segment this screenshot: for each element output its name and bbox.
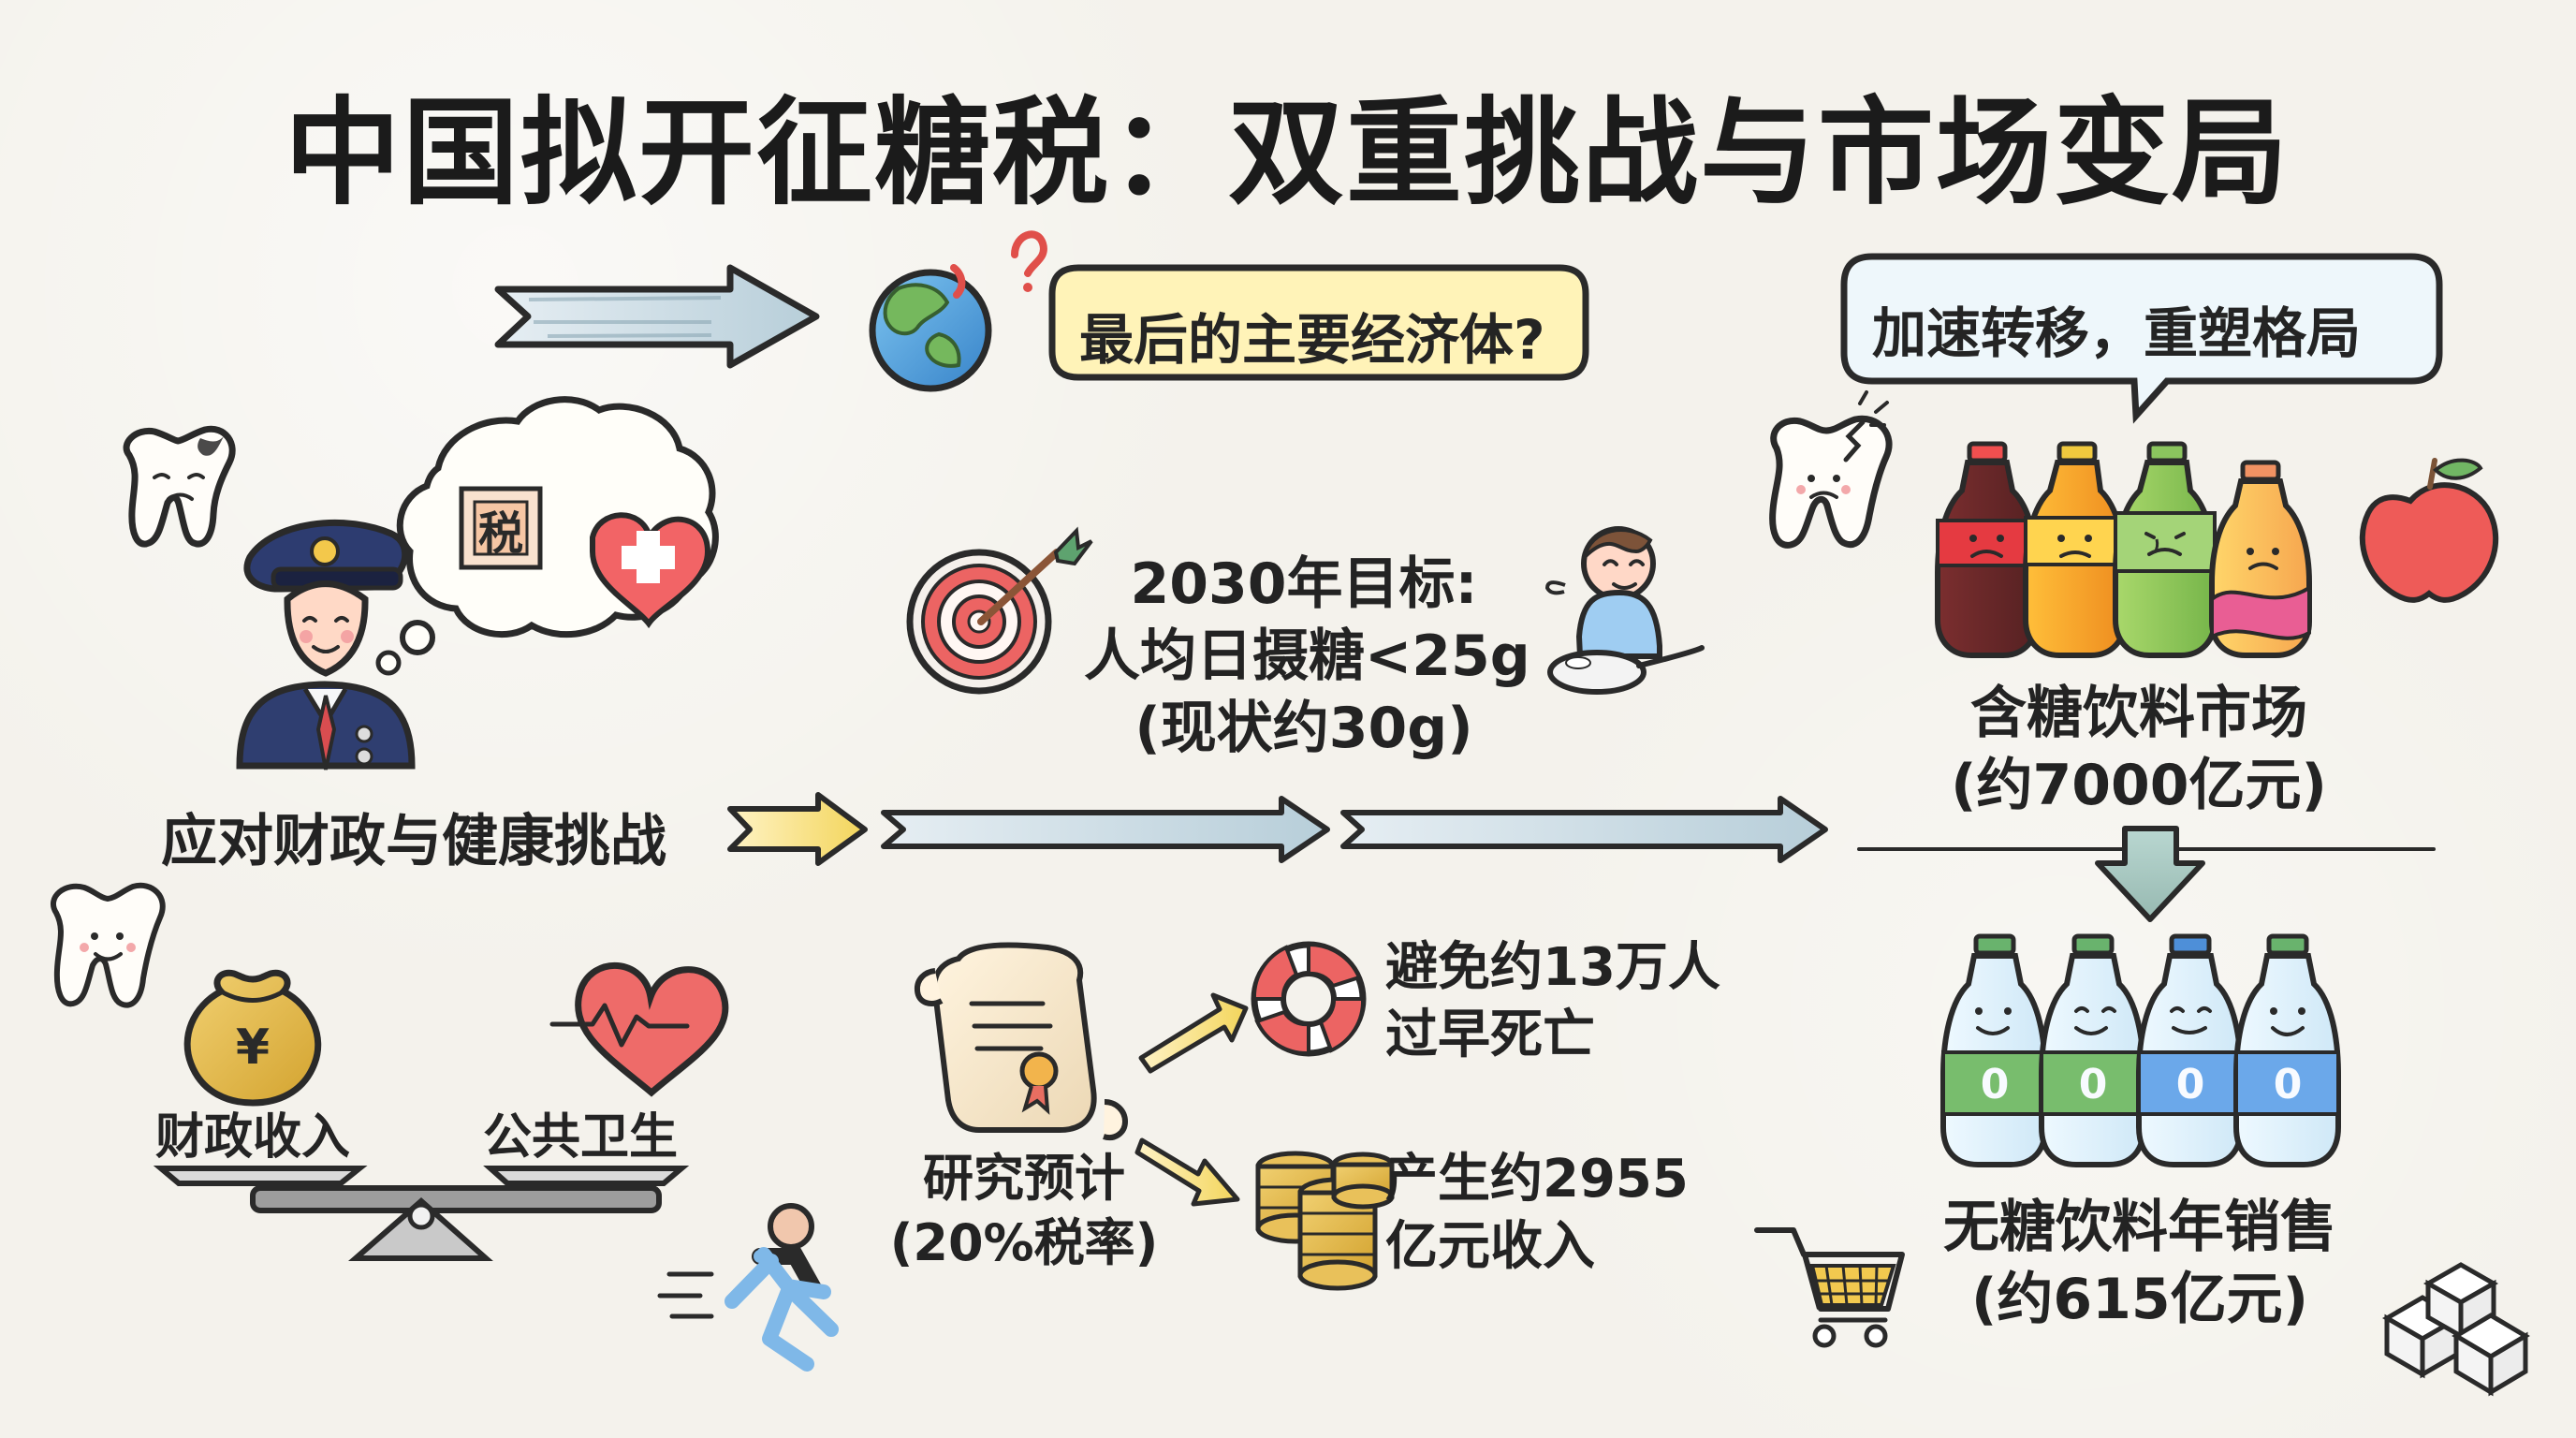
- target-line-1: 2030年目标:: [1130, 551, 1478, 617]
- challenge-label: 应对财政与健康挑战: [161, 809, 666, 874]
- page-title: 中国拟开征糖税：双重挑战与市场变局: [284, 86, 2290, 221]
- study-arrow-down: [1134, 1137, 1240, 1207]
- sugar-free-line-2: (约615亿元): [1970, 1266, 2309, 1332]
- water-bottle-zero-4: 0: [2274, 1061, 2303, 1108]
- smiling-tooth-icon: [51, 882, 166, 1008]
- tax-thought-bubble: [375, 396, 719, 676]
- cracked-tooth-icon: [1769, 390, 1893, 549]
- target-icon: [906, 526, 1093, 695]
- sugar-free-line-1: 无糖饮料年销售: [1943, 1195, 2336, 1260]
- shopping-cart-icon: [1754, 1227, 1905, 1348]
- water-bottle-1-icon: [1940, 933, 2048, 1167]
- tax-badge-label: 税: [478, 507, 523, 560]
- money-bag-icon: [183, 969, 322, 1107]
- economy-question-bubble: [1048, 264, 1589, 381]
- sugar-free-market-description: 无糖饮料年销售 (约615亿元): [1906, 1192, 2374, 1336]
- juice-bottle-icon: [2209, 460, 2312, 658]
- health-benefit-description: 避免约13万人 过早死亡: [1385, 934, 1722, 1068]
- health-heart-icon: [549, 962, 729, 1097]
- water-bottle-zero-2: 0: [2079, 1061, 2108, 1108]
- green-bottle-icon: [2113, 441, 2217, 658]
- water-bottle-zero-1: 0: [1981, 1061, 2010, 1108]
- water-bottle-2-icon: [2039, 933, 2146, 1167]
- top-arrow: [494, 264, 820, 369]
- fiscal-revenue-label: 财政收入: [155, 1109, 351, 1166]
- runner-icon: [657, 1203, 839, 1372]
- water-bottle-4-icon: [2233, 933, 2341, 1167]
- study-line-1: 研究预计: [923, 1149, 1125, 1208]
- official-icon: [236, 519, 416, 770]
- middle-arrow-1: [881, 796, 1330, 863]
- middle-arrow-2: [1340, 796, 1828, 863]
- target-description: 2030年目标: 人均日摄糖<25g (现状约30g): [1084, 549, 1530, 764]
- yen-symbol-label: ¥: [236, 1020, 270, 1076]
- apple-icon: [2359, 458, 2499, 603]
- benefit-b-line-2: 亿元收入: [1385, 1215, 1595, 1277]
- public-health-label: 公共卫生: [483, 1109, 679, 1166]
- water-bottle-zero-3: 0: [2176, 1061, 2205, 1108]
- market-shift-bubble: [1840, 253, 2443, 424]
- sugar-cubes-icon: [2382, 1262, 2530, 1397]
- sugary-market-line-2: (约7000亿元): [1951, 752, 2327, 818]
- sugary-market-description: 含糖饮料市场 (约7000亿元): [1934, 678, 2344, 822]
- market-shift-text: 加速转移，重塑格局: [1872, 301, 2362, 365]
- revenue-benefit-description: 产生约2955 亿元收入: [1385, 1146, 1722, 1280]
- target-line-3: (现状约30g): [1134, 695, 1473, 761]
- benefit-b-line-1: 产生约2955: [1385, 1149, 1689, 1210]
- benefit-a-line-2: 过早死亡: [1385, 1004, 1595, 1065]
- study-arrow-up: [1138, 992, 1249, 1074]
- target-line-2: 人均日摄糖<25g: [1084, 623, 1530, 689]
- child-spoon-icon: [1544, 526, 1705, 695]
- cola-bottle-icon: [1935, 441, 2040, 658]
- globe-icon: [869, 230, 1047, 392]
- sad-tooth-icon-left: [123, 425, 236, 548]
- water-bottle-3-icon: [2136, 933, 2244, 1167]
- study-description: 研究预计 (20%税率): [884, 1146, 1164, 1275]
- yellow-short-arrow: [727, 792, 868, 866]
- sugary-market-line-1: 含糖饮料市场: [1970, 681, 2307, 746]
- coins-icon: [1255, 1151, 1395, 1291]
- market-down-arrow: [2095, 826, 2205, 922]
- study-scroll-icon: [914, 942, 1129, 1140]
- balance-scale-icon: [153, 1166, 690, 1261]
- economy-question-text: 最后的主要经济体?: [1079, 308, 1545, 372]
- benefit-a-line-1: 避免约13万人: [1385, 937, 1720, 998]
- lifebuoy-icon: [1251, 941, 1367, 1057]
- orange-bottle-icon: [2023, 441, 2128, 658]
- study-line-2: (20%税率): [889, 1213, 1159, 1273]
